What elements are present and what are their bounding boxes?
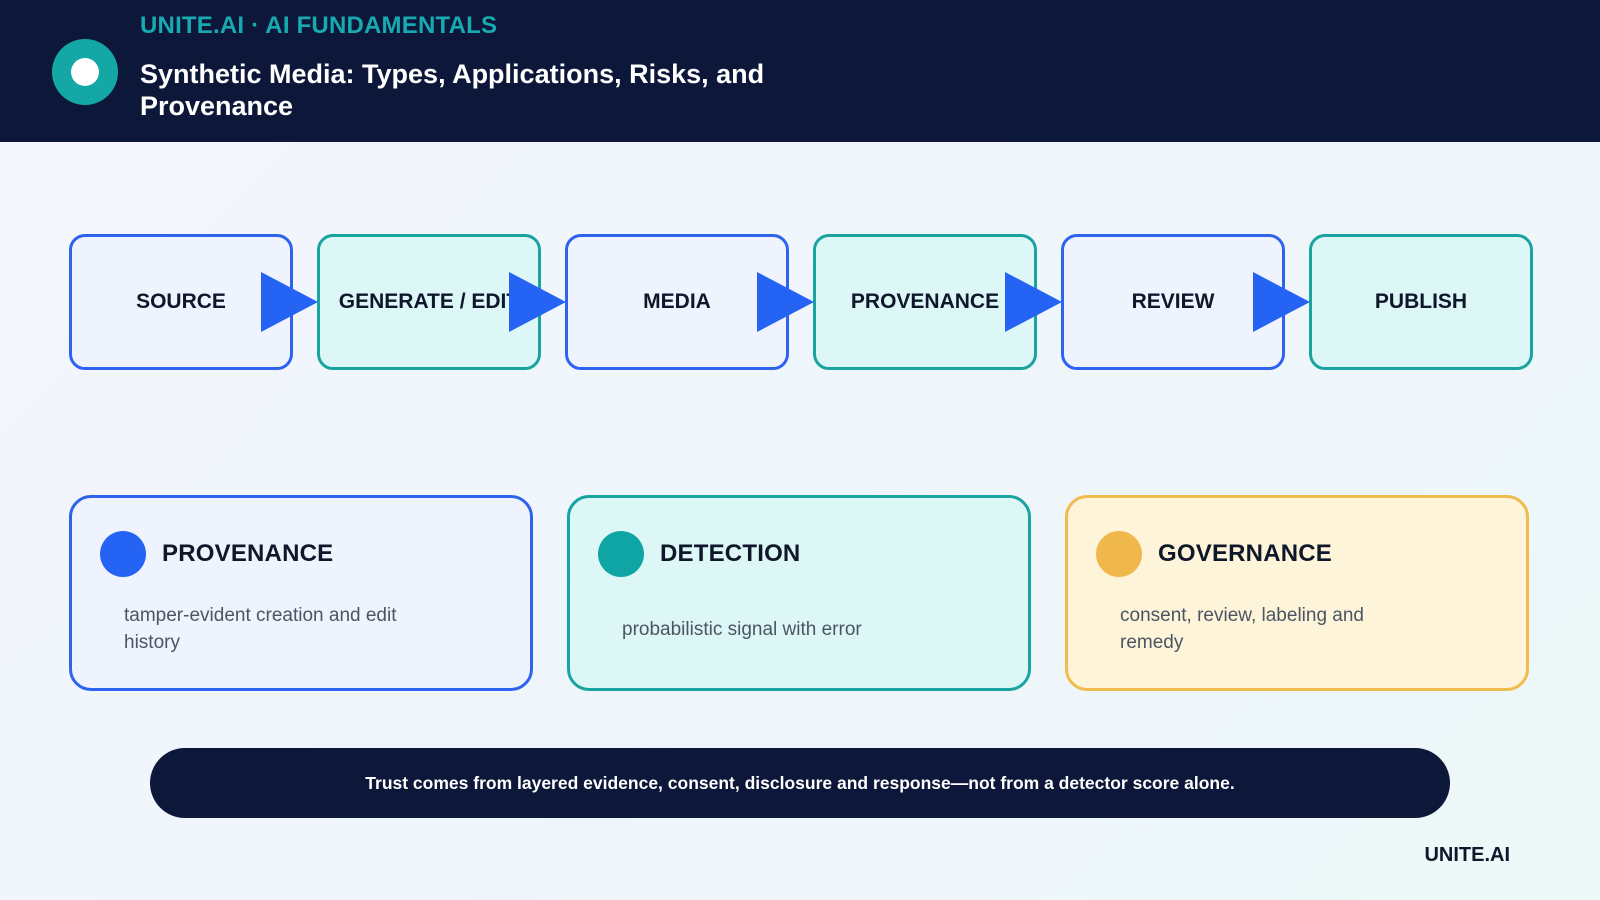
pipeline-step-label: MEDIA bbox=[643, 290, 711, 313]
flow-arrow-icon bbox=[1253, 272, 1310, 332]
flow-arrow-icon bbox=[1005, 272, 1062, 332]
takeaway-text: Trust comes from layered evidence, conse… bbox=[365, 772, 1235, 793]
pipeline-step-label: REVIEW bbox=[1131, 290, 1215, 313]
card-title: DETECTION bbox=[660, 540, 801, 567]
pipeline-step-provenance: PROVENANCE bbox=[813, 234, 1037, 370]
pipeline-step-publish: PUBLISH bbox=[1309, 234, 1533, 370]
pipeline-step-label: PUBLISH bbox=[1374, 290, 1468, 313]
pipeline-step-label: GENERATE / EDIT bbox=[338, 290, 520, 313]
flow-arrow-icon bbox=[509, 272, 566, 332]
header-kicker: UNITE.AI · AI FUNDAMENTALS bbox=[140, 12, 498, 39]
pipeline-step-generate-edit: GENERATE / EDIT bbox=[317, 234, 541, 370]
pipeline-step-source: SOURCE bbox=[69, 234, 293, 370]
header-bar: UNITE.AI · AI FUNDAMENTALS Synthetic Med… bbox=[0, 0, 1600, 142]
pipeline-step-media: MEDIA bbox=[565, 234, 789, 370]
card-title: GOVERNANCE bbox=[1158, 540, 1333, 567]
flow-arrow-icon bbox=[261, 272, 318, 332]
page-title: Synthetic Media: Types, Applications, Ri… bbox=[140, 59, 765, 121]
footer-brand: UNITE.AI bbox=[1424, 844, 1510, 866]
circle-icon bbox=[1096, 531, 1142, 577]
pipeline-step-review: REVIEW bbox=[1061, 234, 1285, 370]
card-governance: GOVERNANCE consent, review, labeling and … bbox=[1065, 495, 1529, 691]
pipeline-step-label: SOURCE bbox=[136, 290, 226, 313]
circle-icon bbox=[598, 531, 644, 577]
logo-center-dot bbox=[71, 58, 99, 86]
card-description: probabilistic signal with error bbox=[622, 618, 862, 640]
logo-icon bbox=[52, 39, 118, 105]
card-description: consent, review, labeling and remedy bbox=[1120, 605, 1364, 653]
card-description: tamper-evident creation and edit history bbox=[124, 605, 397, 653]
takeaway-banner: Trust comes from layered evidence, conse… bbox=[150, 748, 1450, 818]
card-title: PROVENANCE bbox=[162, 540, 334, 567]
pipeline-step-label: PROVENANCE bbox=[850, 290, 1000, 313]
circle-icon bbox=[100, 531, 146, 577]
card-provenance: PROVENANCE tamper-evident creation and ed… bbox=[69, 495, 533, 691]
card-detection: DETECTION probabilistic signal with error bbox=[567, 495, 1031, 691]
flow-arrow-icon bbox=[757, 272, 814, 332]
